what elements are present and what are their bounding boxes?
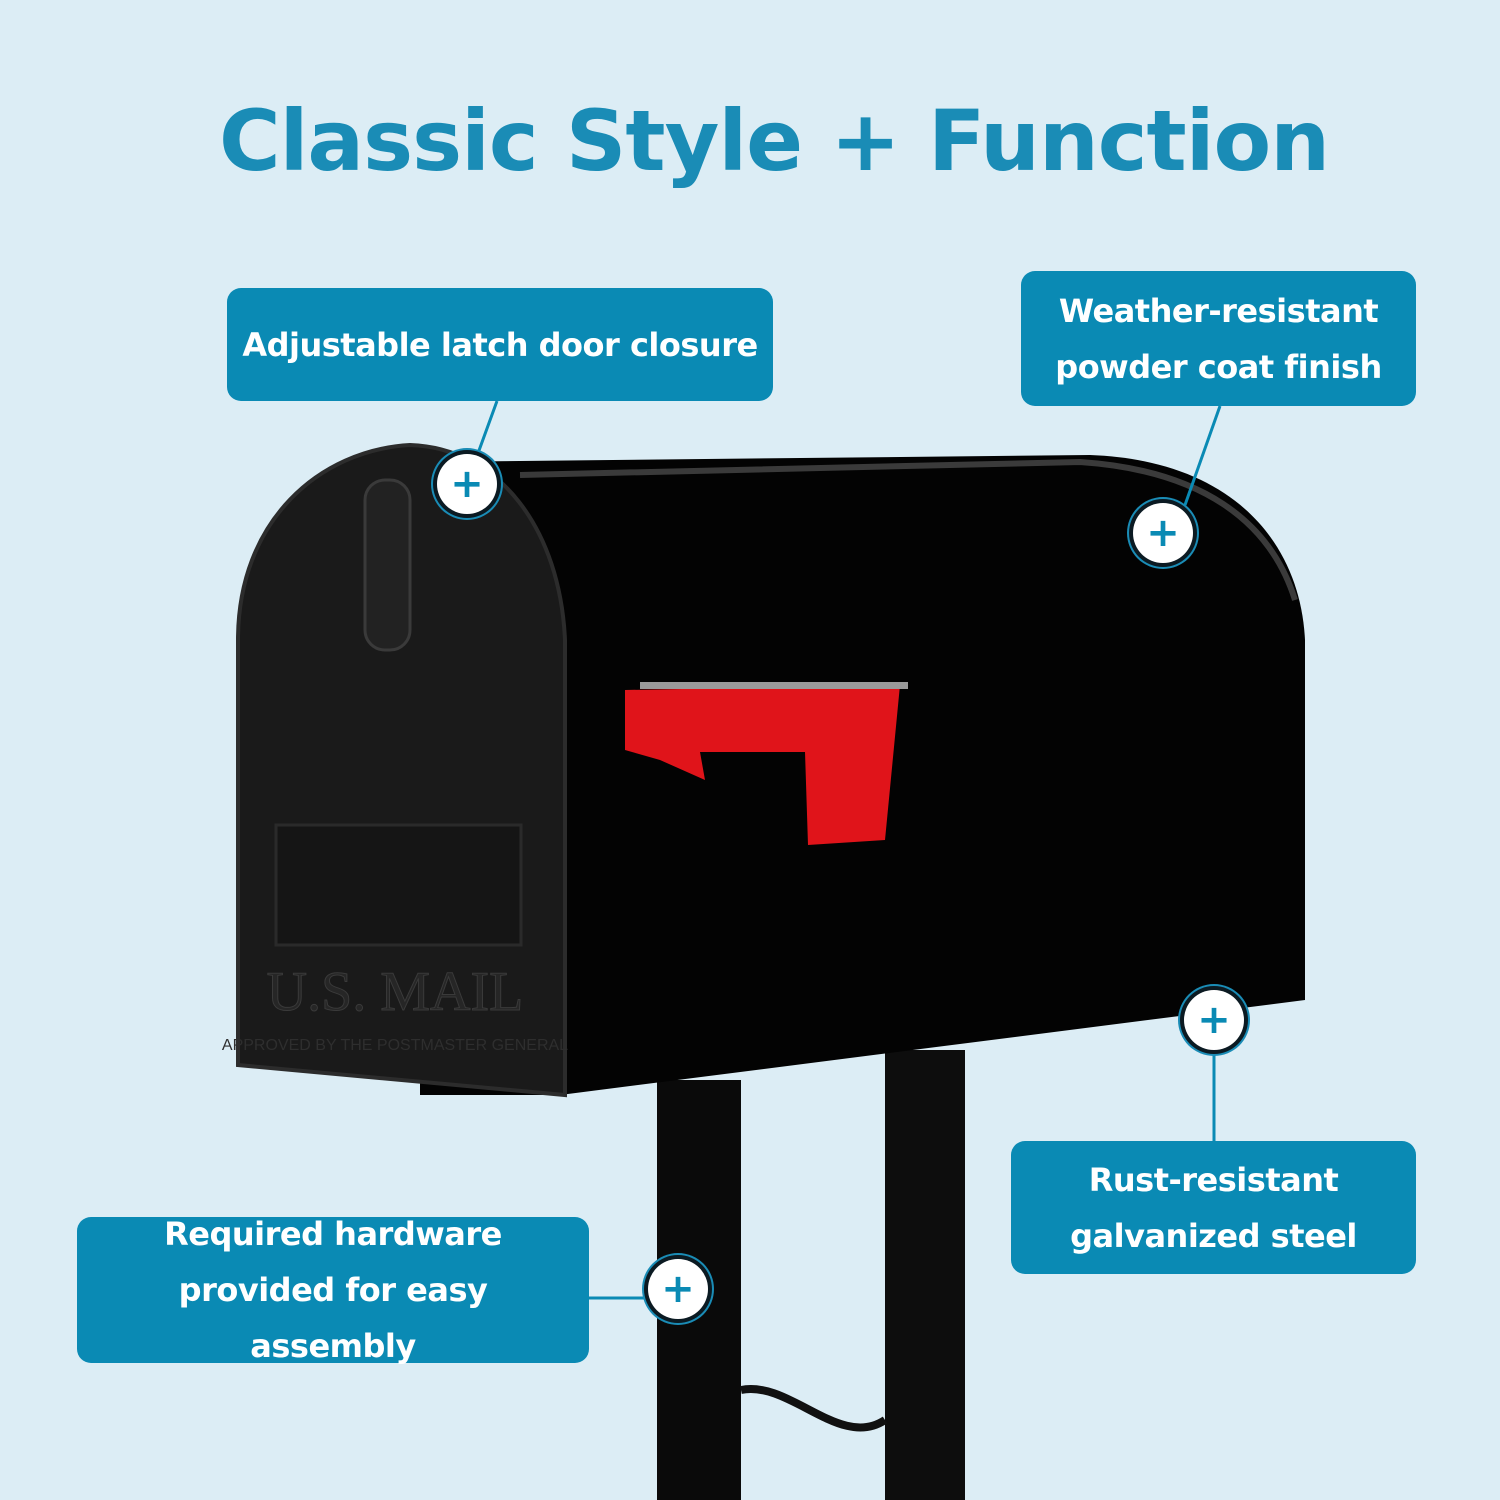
plus-icon[interactable]: + (1133, 503, 1193, 563)
callout-powder-coat: Weather-resistant powder coat finish (1021, 271, 1416, 406)
name-plate (274, 823, 523, 947)
plus-icon[interactable]: + (437, 454, 497, 514)
page-title: Classic Style + Function (218, 92, 1330, 190)
plus-icon[interactable]: + (1184, 990, 1244, 1050)
callout-latch-door: Adjustable latch door closure (227, 288, 773, 401)
embossed-us-mail: U.S. MAIL (267, 961, 524, 1023)
embossed-approved: APPROVED BY THE POSTMASTER GENERAL (222, 1037, 568, 1054)
post-brace (740, 1385, 888, 1432)
callout-connectors (475, 400, 1222, 1300)
flag-arm (640, 682, 908, 689)
callout-text: Required hardware provided for easy asse… (164, 1215, 502, 1365)
post-right (885, 1050, 965, 1500)
plus-icon[interactable]: + (648, 1259, 708, 1319)
mailbox-highlight (519, 458, 1298, 601)
callout-hardware: Required hardware provided for easy asse… (77, 1215, 589, 1365)
latch (363, 478, 412, 652)
callout-text: Rust-resistant galvanized steel (1070, 1160, 1357, 1255)
callout-text: Weather-resistant powder coat finish (1055, 291, 1382, 386)
callout-galvanized-steel: Rust-resistant galvanized steel (1011, 1141, 1416, 1274)
red-flag (625, 685, 900, 845)
callout-text: Adjustable latch door closure (242, 325, 758, 364)
